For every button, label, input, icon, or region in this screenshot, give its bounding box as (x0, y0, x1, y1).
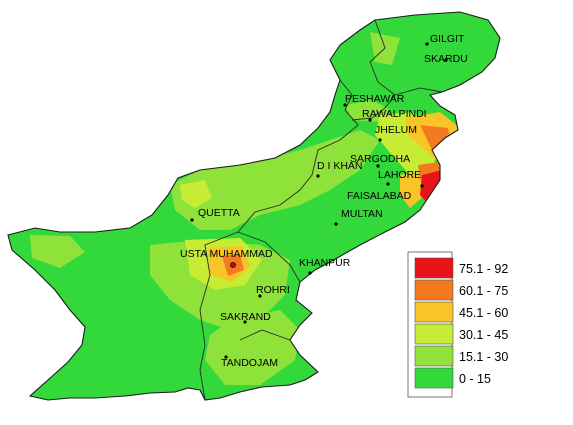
city-label-gilgit: GILGIT (430, 33, 465, 45)
city-label-skardu: SKARDU (424, 53, 468, 65)
city-marker-jhelum[interactable] (378, 138, 382, 142)
city-label-quetta: QUETTA (198, 207, 240, 219)
city-marker-faisalabad[interactable] (386, 182, 390, 186)
province-boundaries (199, 19, 443, 401)
zone-15-30 (345, 100, 390, 122)
legend-swatch-0-15 (414, 367, 454, 389)
city-marker-dikhan[interactable] (316, 174, 320, 178)
legend-label-60-75: 60.1 - 75 (459, 284, 508, 298)
city-marker-multan[interactable] (334, 222, 338, 226)
city-markers: GILGIT SKARDU PESHAWAR RAWALPINDI JHELUM… (180, 33, 468, 369)
city-label-peshawar: PESHAWAR (345, 93, 405, 105)
legend: 75.1 - 92 60.1 - 75 45.1 - 60 30.1 - 45 … (407, 251, 508, 398)
city-marker-khanpur[interactable] (308, 271, 312, 275)
legend-swatch-30-45 (414, 323, 454, 345)
city-marker-ustamuhammad[interactable] (230, 262, 236, 268)
city-marker-gilgit[interactable] (425, 42, 429, 46)
zone-15-30 (30, 235, 85, 268)
legend-label-0-15: 0 - 15 (459, 372, 491, 386)
legend-label-30-45: 30.1 - 45 (459, 328, 508, 342)
city-marker-sakrand[interactable] (243, 320, 247, 324)
city-label-rawalpindi: RAWALPINDI (362, 108, 427, 120)
city-marker-rohri[interactable] (258, 294, 262, 298)
city-label-khanpur: KHANPUR (299, 257, 351, 269)
city-label-jhelum: JHELUM (375, 124, 417, 136)
legend-swatch-60-75 (414, 279, 454, 301)
city-label-sargodha: SARGODHA (350, 153, 410, 165)
city-marker-peshawar[interactable] (343, 103, 347, 107)
city-label-faisalabad: FAISALABAD (347, 190, 412, 202)
zone-15-30 (170, 130, 380, 230)
city-label-rohri: ROHRI (256, 284, 290, 296)
city-label-multan: MULTAN (341, 208, 383, 220)
city-marker-rawalpindi[interactable] (368, 118, 372, 122)
city-label-tandojam: TANDOJAM (221, 357, 278, 369)
zone-45-60 (400, 172, 425, 208)
city-label-ustamuhammad: USTA MUHAMMAD (180, 248, 273, 260)
city-label-lahore: LAHORE (378, 169, 421, 181)
city-marker-skardu[interactable] (444, 58, 448, 62)
country-outline (7, 11, 501, 401)
legend-label-15-30: 15.1 - 30 (459, 350, 508, 364)
city-label-dikhan: D I KHAN (317, 160, 363, 172)
legend-label-45-60: 45.1 - 60 (459, 306, 508, 320)
legend-label-75-92: 75.1 - 92 (459, 262, 508, 276)
city-marker-tandojam[interactable] (224, 355, 228, 359)
zone-30-45 (180, 180, 212, 208)
city-marker-lahore[interactable] (420, 184, 424, 188)
legend-swatch-45-60 (414, 301, 454, 323)
legend-swatch-15-30 (414, 345, 454, 367)
city-label-sakrand: SAKRAND (220, 311, 271, 323)
city-marker-quetta[interactable] (190, 218, 194, 222)
zone-15-30 (205, 310, 300, 385)
legend-swatch-75-92 (414, 257, 454, 279)
city-marker-sargodha[interactable] (376, 164, 380, 168)
